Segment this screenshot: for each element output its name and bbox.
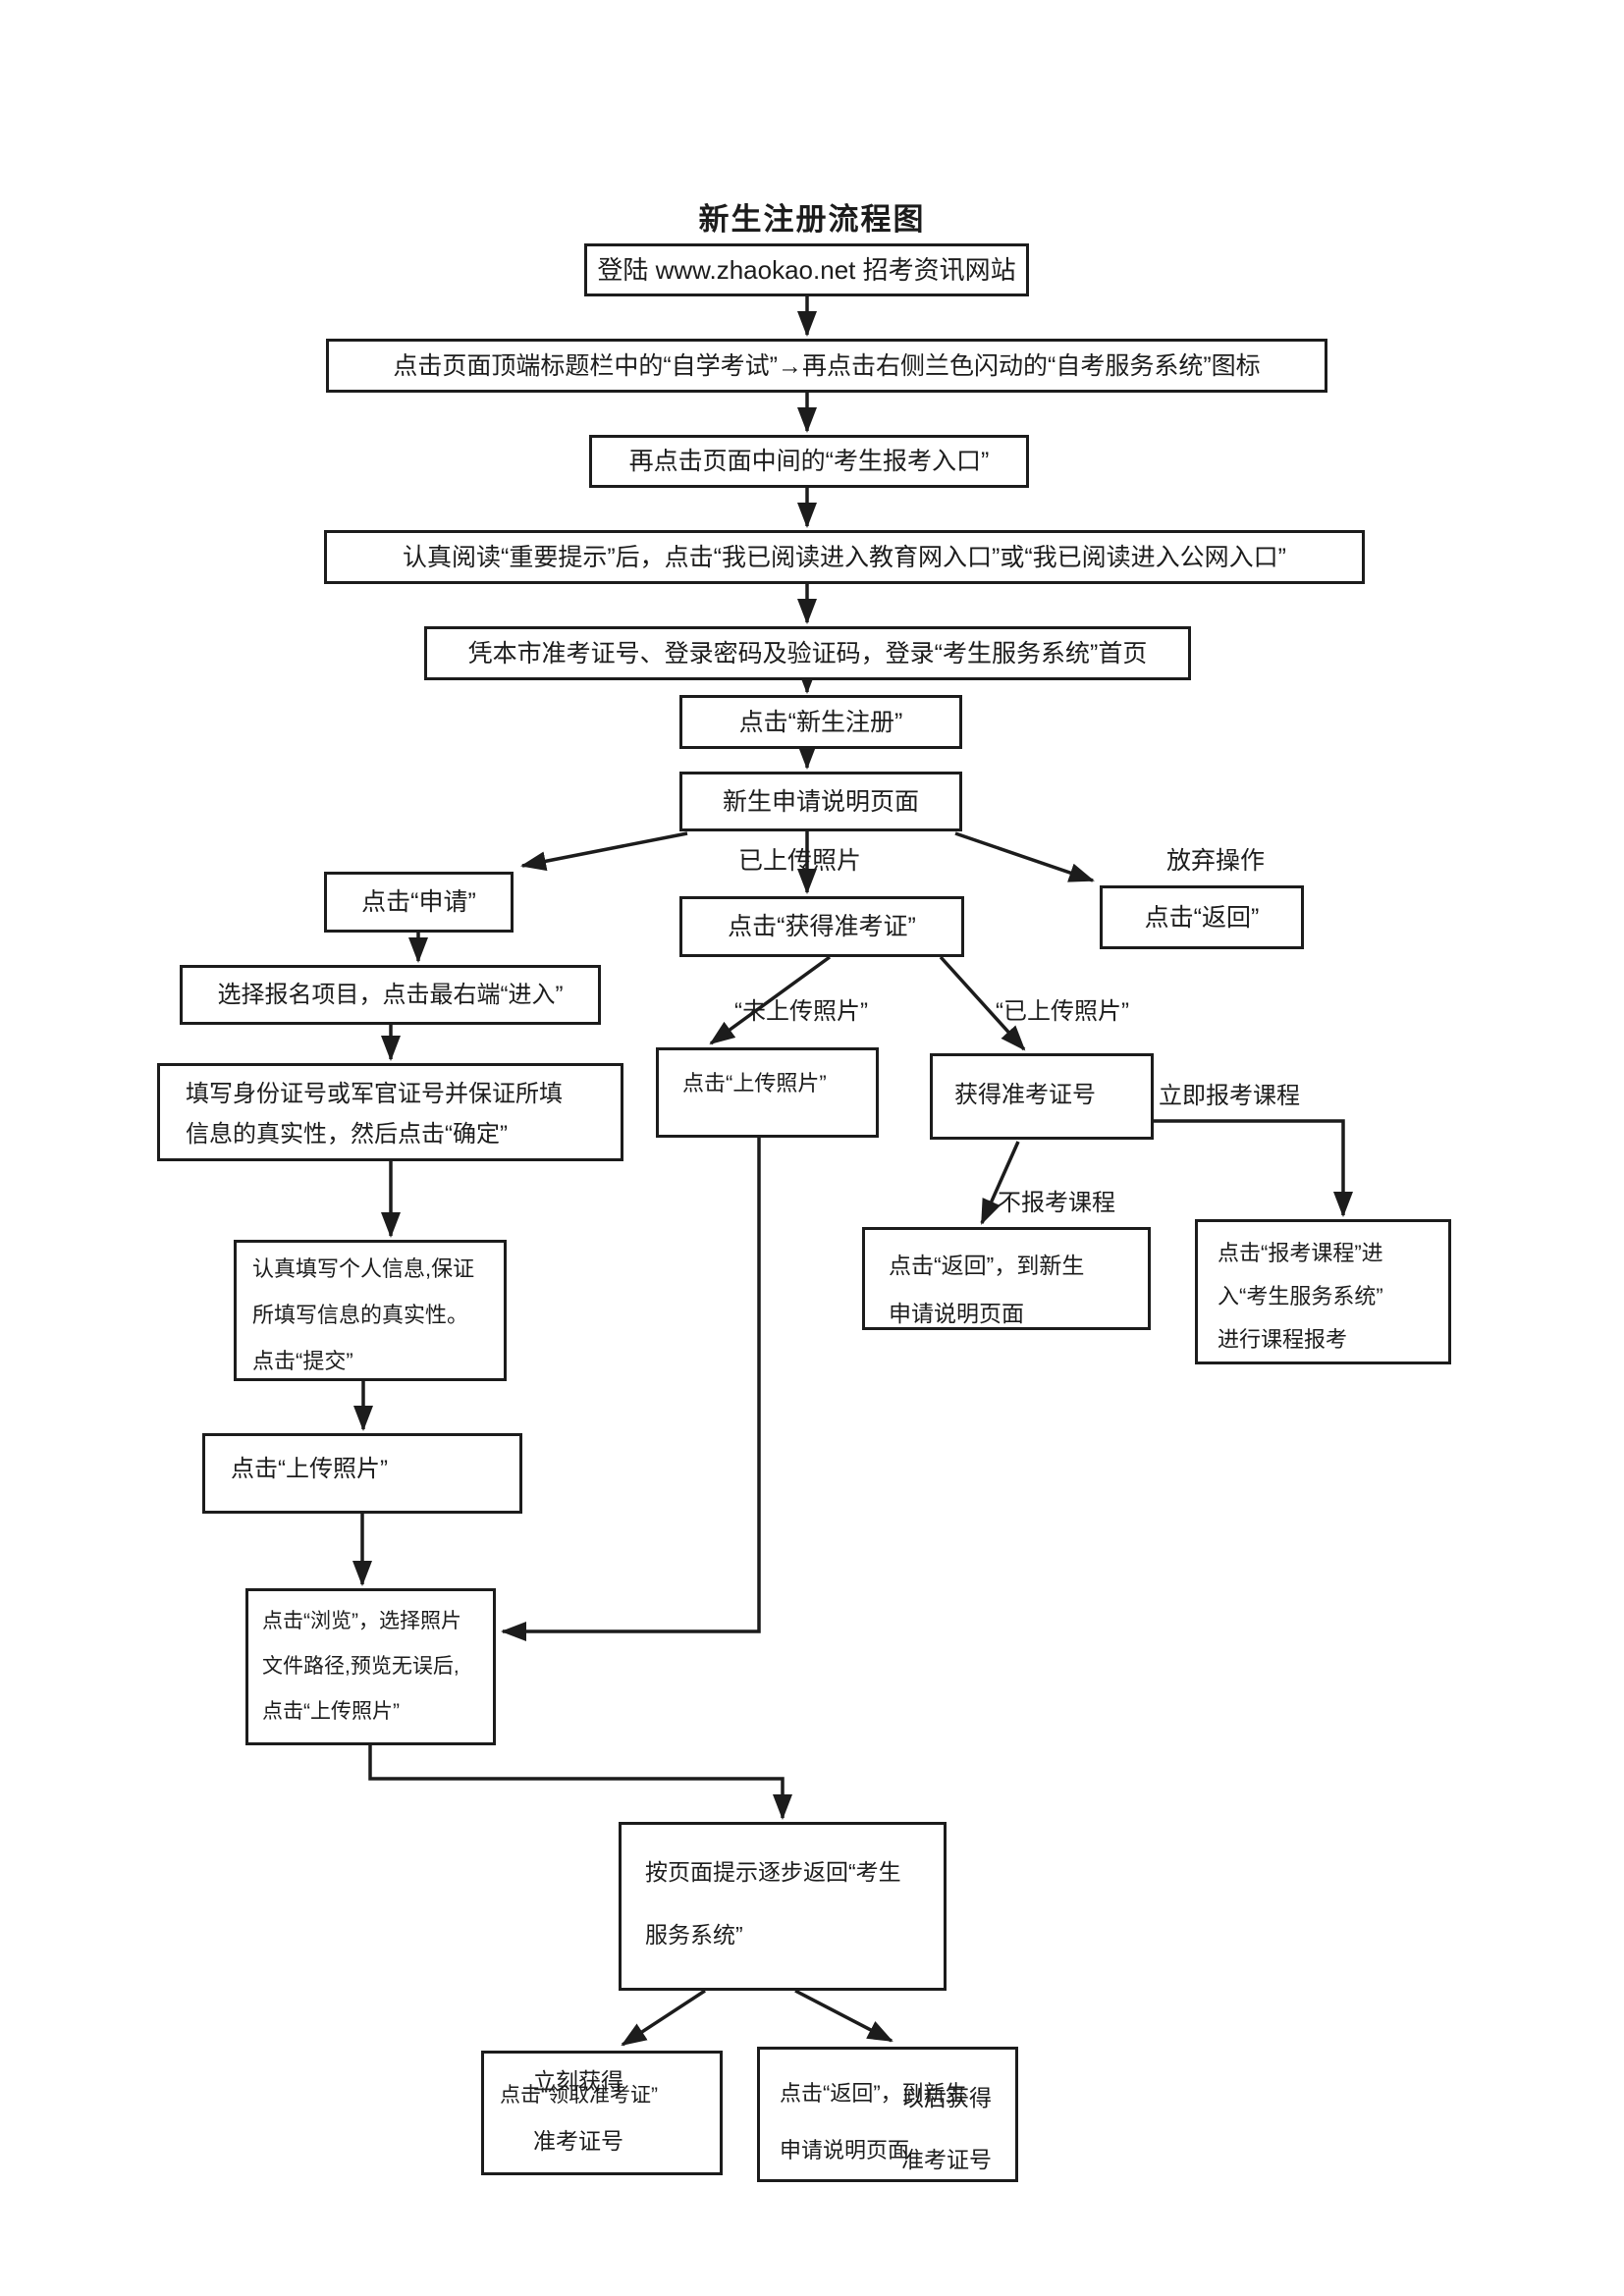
edge-label-no-enroll: 不报考课程 bbox=[998, 1187, 1115, 1220]
edge-getticket-to-uploadmid bbox=[709, 955, 832, 1045]
edge-label-uploaded-photo-main: 已上传照片 bbox=[738, 844, 861, 879]
node-get-ticket-now: 点击“领取准考证” bbox=[481, 2051, 723, 2175]
edge-label-uploaded-photo-branch: “已上传照片” bbox=[996, 995, 1129, 1029]
node-browse-upload-line: 点击“浏览”，选择照片 bbox=[262, 1610, 461, 1632]
node-login-system-line: 凭本市准考证号、登录密码及验证码，登录“考生服务系统”首页 bbox=[467, 639, 1148, 667]
node-enroll-course-line: 入“考生服务系统” bbox=[1218, 1284, 1383, 1308]
node-back-to-service-system-line: 按页面提示逐步返回“考生 bbox=[645, 1859, 901, 1885]
node-return-later-line: 点击“返回”，到新生 bbox=[780, 2081, 967, 2106]
node-read-notice: 认真阅读“重要提示”后，点击“我已阅读进入教育网入口”或“我已阅读进入公网入口” bbox=[324, 530, 1365, 584]
edge-label-get-number-later-line: 准考证号 bbox=[901, 2147, 992, 2172]
edge-label-get-number-immediately-line: 立刻获得 bbox=[533, 2068, 623, 2094]
node-enroll-course-line: 点击“报考课程”进 bbox=[1218, 1241, 1383, 1265]
edge-label-abandon-operation-line: 放弃操作 bbox=[1166, 847, 1266, 875]
node-fill-id-number-line: 信息的真实性，然后点击“确定” bbox=[186, 1121, 508, 1148]
edge-backsystem-to-later bbox=[794, 1989, 893, 2043]
node-login-system: 凭本市准考证号、登录密码及验证码，登录“考生服务系统”首页 bbox=[424, 626, 1191, 680]
node-return-later-line: 申请说明页面 bbox=[780, 2138, 910, 2163]
node-click-apply-line: 点击“申请” bbox=[361, 888, 476, 916]
edge-label-uploaded-photo-branch-line: “已上传照片” bbox=[996, 998, 1129, 1025]
edge-label-not-uploaded-photo: “未上传照片” bbox=[734, 995, 868, 1029]
node-click-apply: 点击“申请” bbox=[324, 872, 514, 933]
edge-label-get-number-immediately-line: 准考证号 bbox=[533, 2128, 623, 2154]
node-new-apply-page-line: 新生申请说明页面 bbox=[722, 787, 919, 816]
edge-uploadmid-to-browse bbox=[501, 1138, 761, 1641]
edge-backsystem-to-now bbox=[621, 1989, 706, 2047]
node-return-to-apply-page-mid: 点击“返回”，到新生申请说明页面 bbox=[862, 1227, 1151, 1330]
node-enroll-course: 点击“报考课程”进入“考生服务系统” 进行课程报考 bbox=[1195, 1219, 1451, 1364]
node-browse-upload-line: 点击“上传照片” bbox=[262, 1700, 400, 1723]
node-new-apply-page: 新生申请说明页面 bbox=[679, 772, 962, 831]
edge-number-to-enroll bbox=[1154, 1119, 1353, 1217]
node-login-site-line: 登陆 www.zhaokao.net 招考资讯网站 bbox=[597, 255, 1016, 285]
node-select-project-line: 选择报名项目，点击最右端“进入” bbox=[217, 982, 564, 1008]
edge-label-get-number-immediately: 立刻获得准考证号 bbox=[533, 2052, 623, 2171]
edge-label-get-number-later: 以后获得准考证号 bbox=[901, 2067, 992, 2191]
node-enroll-course-line: 进行课程报考 bbox=[1218, 1327, 1348, 1352]
node-fill-id-number-line: 填写身份证号或军官证号并保证所填 bbox=[186, 1081, 563, 1107]
node-select-project: 选择报名项目，点击最右端“进入” bbox=[180, 965, 601, 1025]
node-click-upload-photo-mid-line: 点击“上传照片” bbox=[682, 1071, 827, 1095]
node-exam-entry: 再点击页面中间的“考生报考入口” bbox=[589, 435, 1029, 488]
node-return-to-apply-page-mid-line: 申请说明页面 bbox=[889, 1301, 1024, 1326]
node-browse-upload-line: 文件路径,预览无误后, bbox=[262, 1655, 460, 1678]
node-click-upload-photo-left-line: 点击“上传照片” bbox=[231, 1456, 388, 1482]
node-click-self-exam: 点击页面顶端标题栏中的“自学考试”→再点击右侧兰色闪动的“自考服务系统”图标 bbox=[326, 339, 1327, 393]
node-get-ticket-number-line: 获得准考证号 bbox=[954, 1082, 1096, 1108]
edge-label-no-enroll-line: 不报考课程 bbox=[998, 1190, 1115, 1216]
node-read-notice-line: 认真阅读“重要提示”后，点击“我已阅读进入教育网入口”或“我已阅读进入公网入口” bbox=[403, 543, 1286, 571]
edge-label-enroll-now: 立即报考课程 bbox=[1159, 1080, 1300, 1113]
node-click-return-top: 点击“返回” bbox=[1100, 885, 1304, 949]
node-browse-upload: 点击“浏览”，选择照片文件路径,预览无误后, 点击“上传照片” bbox=[245, 1588, 496, 1745]
page-title: 新生注册流程图 bbox=[698, 202, 926, 237]
node-click-new-register-line: 点击“新生注册” bbox=[738, 708, 903, 736]
node-back-to-service-system: 按页面提示逐步返回“考生服务系统” bbox=[619, 1822, 947, 1991]
node-get-ticket-now-line: 点击“领取准考证” bbox=[500, 2084, 658, 2107]
node-click-new-register: 点击“新生注册” bbox=[679, 695, 962, 749]
edge-applypage-to-return bbox=[954, 831, 1095, 882]
edge-label-uploaded-photo-main-line: 已上传照片 bbox=[738, 847, 862, 875]
node-get-ticket-number: 获得准考证号 bbox=[930, 1053, 1154, 1140]
edge-label-enroll-now-line: 立即报考课程 bbox=[1159, 1083, 1300, 1109]
node-fill-personal-info-line: 认真填写个人信息,保证 bbox=[252, 1256, 475, 1281]
node-fill-personal-info-line: 所填写信息的真实性。 bbox=[252, 1303, 469, 1327]
edge-number-to-returnmid bbox=[980, 1141, 1020, 1225]
edge-applypage-to-apply bbox=[520, 831, 688, 872]
node-back-to-service-system-line: 服务系统” bbox=[645, 1922, 743, 1948]
node-exam-entry-line: 再点击页面中间的“考生报考入口” bbox=[628, 448, 990, 475]
node-fill-personal-info-line: 点击“提交” bbox=[252, 1349, 353, 1373]
node-return-later: 点击“返回”，到新生申请说明页面 bbox=[757, 2047, 1018, 2182]
node-login-site: 登陆 www.zhaokao.net 招考资讯网站 bbox=[584, 243, 1029, 296]
edge-browse-to-backsystem bbox=[368, 1745, 792, 1820]
edge-getticket-to-number bbox=[939, 955, 1026, 1051]
node-click-get-ticket: 点击“获得准考证” bbox=[679, 896, 964, 957]
node-click-upload-photo-left: 点击“上传照片” bbox=[202, 1433, 522, 1514]
node-click-upload-photo-mid: 点击“上传照片” bbox=[656, 1047, 879, 1138]
node-click-return-top-line: 点击“返回” bbox=[1144, 903, 1260, 932]
node-return-to-apply-page-mid-line: 点击“返回”，到新生 bbox=[889, 1253, 1085, 1278]
node-click-get-ticket-line: 点击“获得准考证” bbox=[728, 913, 916, 940]
node-fill-id-number: 填写身份证号或军官证号并保证所填信息的真实性，然后点击“确定” bbox=[157, 1063, 623, 1161]
edge-label-abandon-operation: 放弃操作 bbox=[1166, 844, 1265, 879]
edge-label-get-number-later-line: 以后获得 bbox=[901, 2085, 992, 2110]
node-click-self-exam-line: 点击页面顶端标题栏中的“自学考试”→再点击右侧兰色闪动的“自考服务系统”图标 bbox=[393, 351, 1261, 380]
node-fill-personal-info: 认真填写个人信息,保证所填写信息的真实性。点击“提交” bbox=[234, 1240, 507, 1381]
edge-label-not-uploaded-photo-line: “未上传照片” bbox=[734, 998, 868, 1025]
